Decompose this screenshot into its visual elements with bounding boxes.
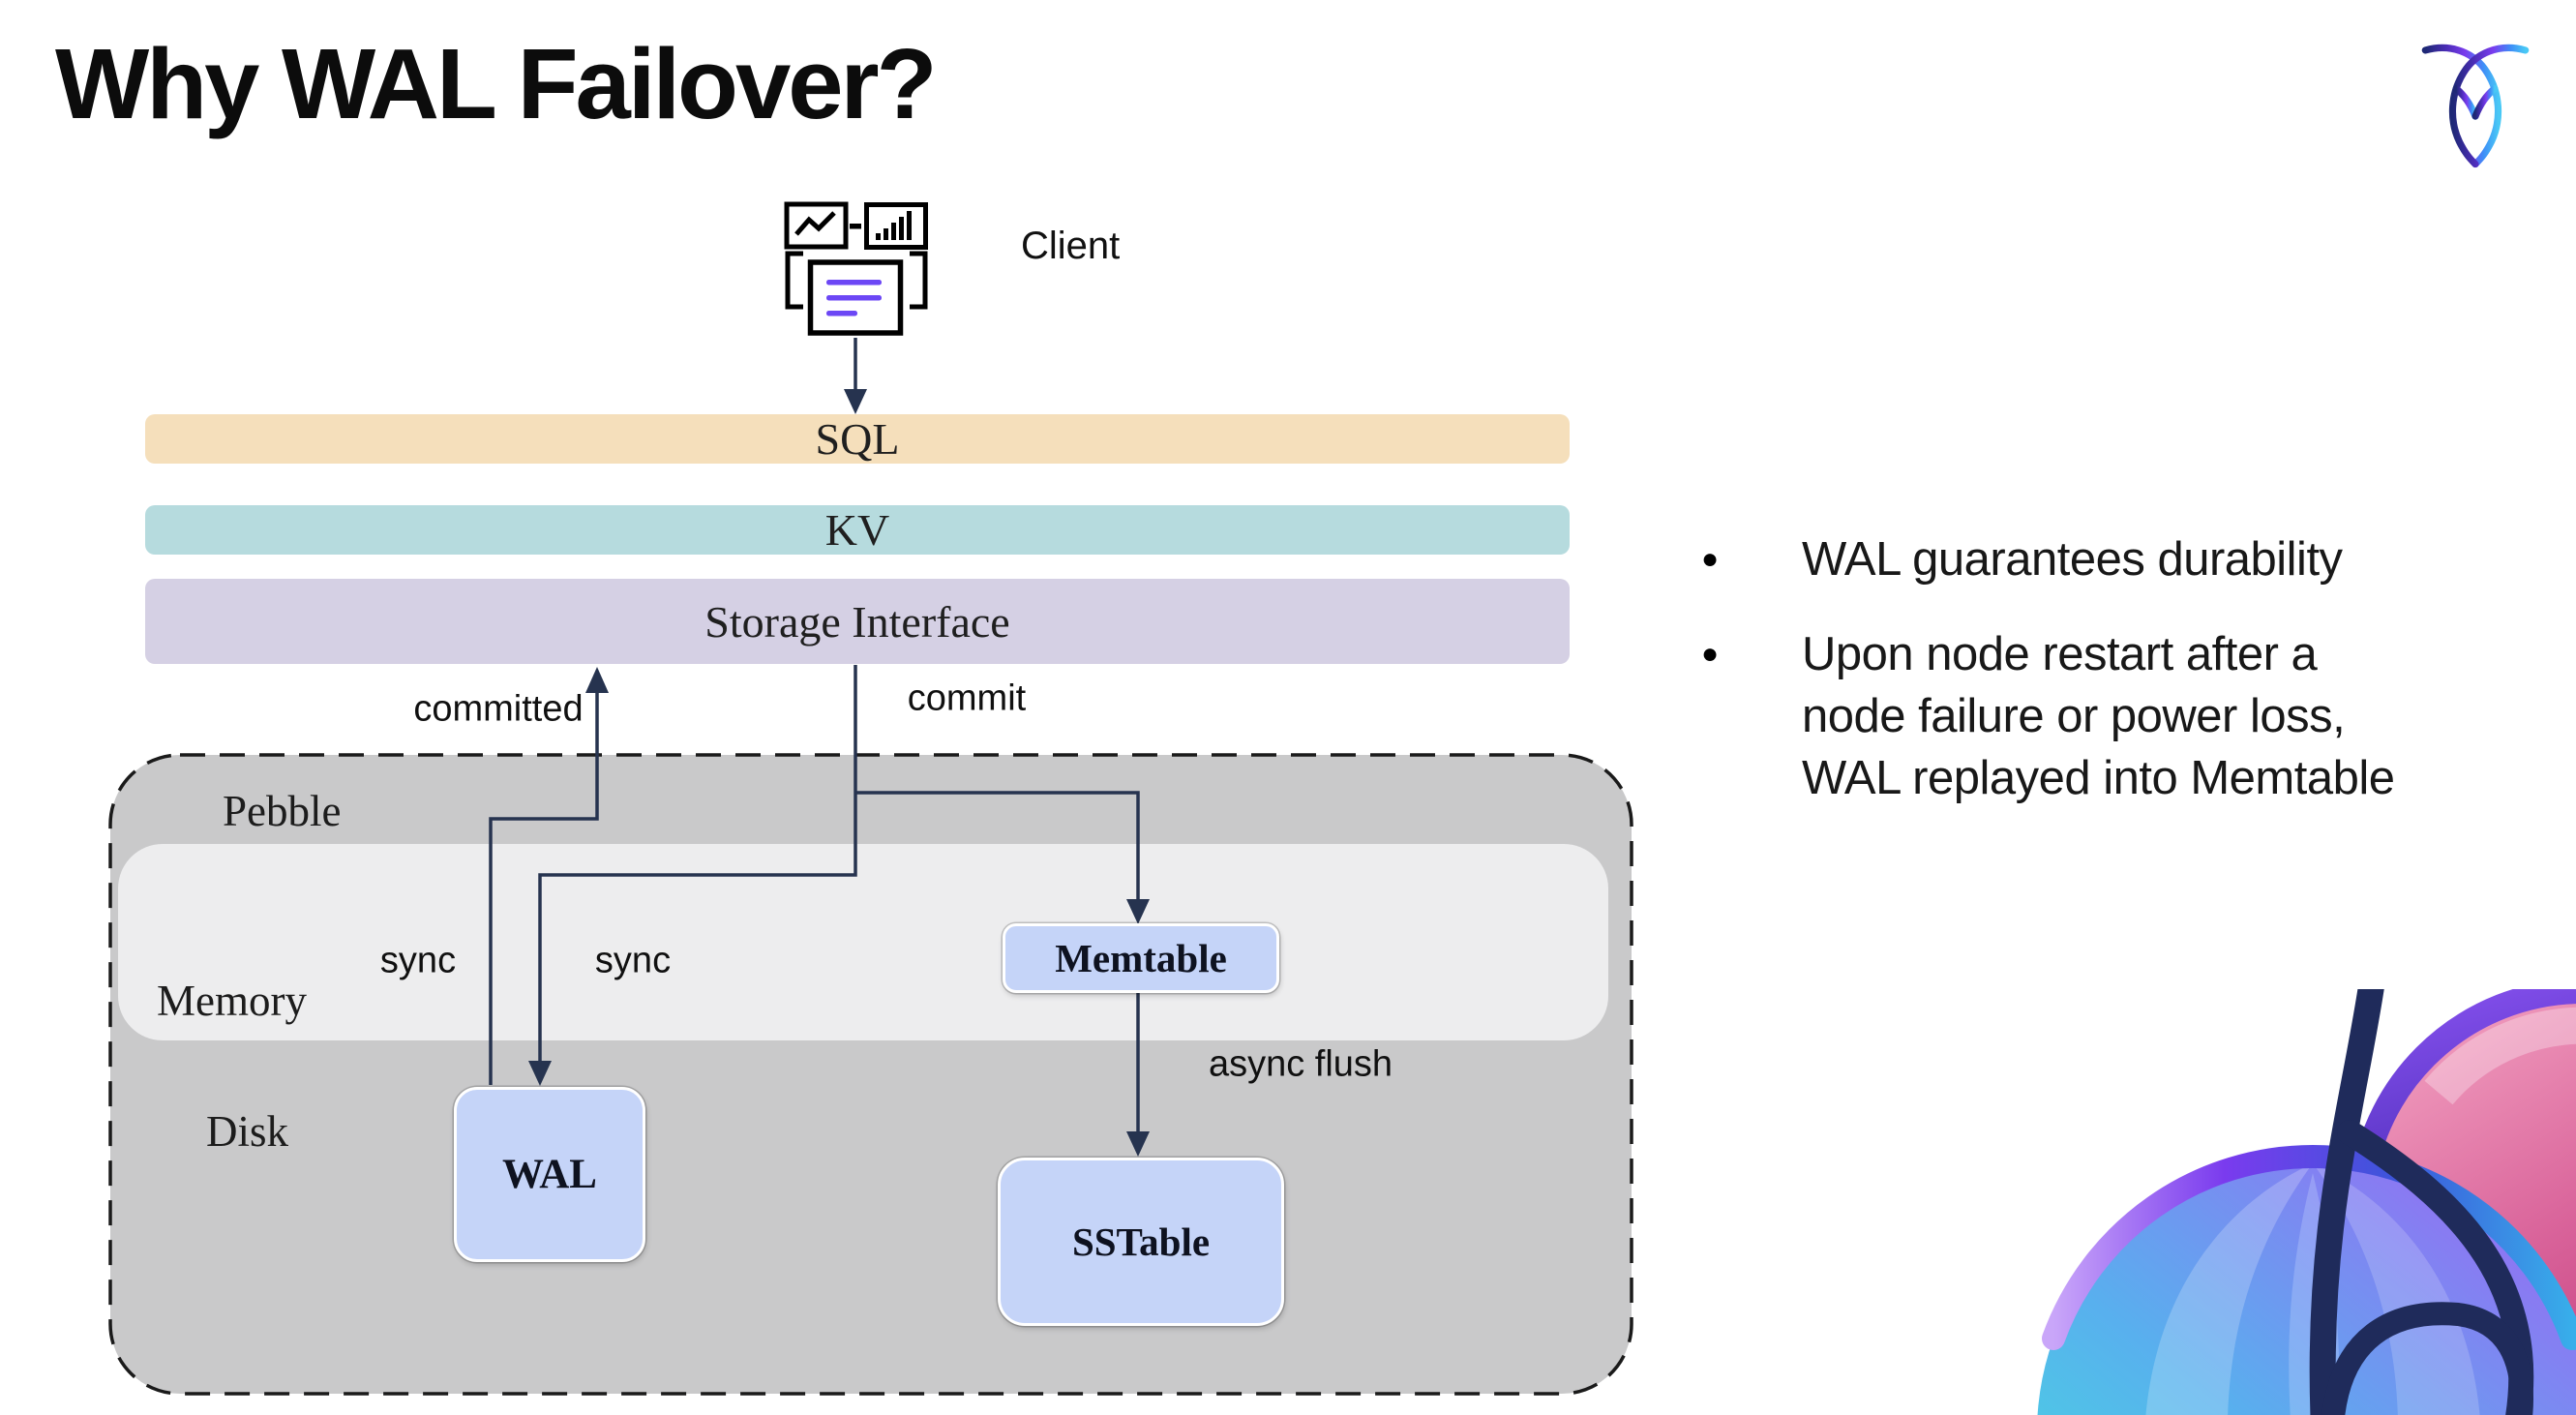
bullet-list: ● WAL guarantees durability ● Upon node … <box>1701 528 2495 809</box>
bullet-dot-icon: ● <box>1701 638 1720 670</box>
layer-bar-sql: SQL <box>145 414 1570 464</box>
blue-sphere-petal-right <box>2313 1163 2480 1415</box>
layer-bar-kv-label: KV <box>824 505 890 555</box>
edge-committed <box>489 693 599 1085</box>
node-memtable-label: Memtable <box>1055 936 1227 980</box>
pebble-label: Pebble <box>223 787 342 835</box>
node-sstable-label: SSTable <box>1071 1219 1211 1264</box>
pink-sphere-highlight <box>2424 1007 2576 1105</box>
layer-bar-kv: KV <box>145 505 1570 555</box>
bullet-text: Upon node restart after a node failure o… <box>1802 628 2395 804</box>
memory-region <box>118 844 1608 1040</box>
client-label: Client <box>1021 225 1121 267</box>
client-workstation-icon <box>784 201 928 336</box>
brand-spheres-art <box>2037 989 2576 1415</box>
disk-label: Disk <box>206 1107 289 1156</box>
arrowhead-committed <box>585 667 609 693</box>
node-memtable: Memtable <box>1003 923 1279 993</box>
edge-commit-to-wal <box>538 665 857 1061</box>
blue-sphere-petal-left <box>2145 1163 2313 1415</box>
blue-sphere-rim <box>2042 1144 2576 1350</box>
list-item: ● WAL guarantees durability <box>1701 528 2495 590</box>
edge-label-sync-up: sync <box>379 940 457 981</box>
cockroachdb-logo-icon <box>2421 44 2530 168</box>
bullet-text: WAL guarantees durability <box>1802 533 2343 586</box>
bullet-dot-icon: ● <box>1701 543 1720 575</box>
arrowhead-client-to-sql <box>844 389 867 414</box>
navy-curve-spine <box>2309 989 2384 1415</box>
layer-bar-storage: Storage Interface <box>145 579 1570 664</box>
node-wal-label: WAL <box>502 1152 597 1197</box>
edge-label-sync-down: sync <box>594 940 672 981</box>
layer-bar-sql-label: SQL <box>815 414 900 464</box>
blue-sphere <box>2037 1157 2576 1415</box>
node-wal: WAL <box>454 1087 645 1262</box>
edge-commit-to-memtable <box>855 791 1140 899</box>
memory-label: Memory <box>157 977 307 1025</box>
layer-bar-storage-label: Storage Interface <box>704 596 1010 647</box>
arrowhead-commit-to-memtable <box>1126 899 1150 924</box>
node-sstable: SSTable <box>998 1158 1284 1326</box>
arrowhead-commit-to-wal <box>528 1061 552 1086</box>
edge-label-commit: commit <box>907 677 1027 719</box>
edge-label-async-flush: async flush <box>1208 1043 1393 1085</box>
arrowhead-async-flush <box>1126 1131 1150 1157</box>
list-item: ● Upon node restart after a node failure… <box>1701 623 2495 809</box>
edge-label-committed: committed <box>413 688 584 730</box>
navy-curve-inner <box>2321 1302 2533 1415</box>
page-title: Why WAL Failover? <box>55 28 938 139</box>
